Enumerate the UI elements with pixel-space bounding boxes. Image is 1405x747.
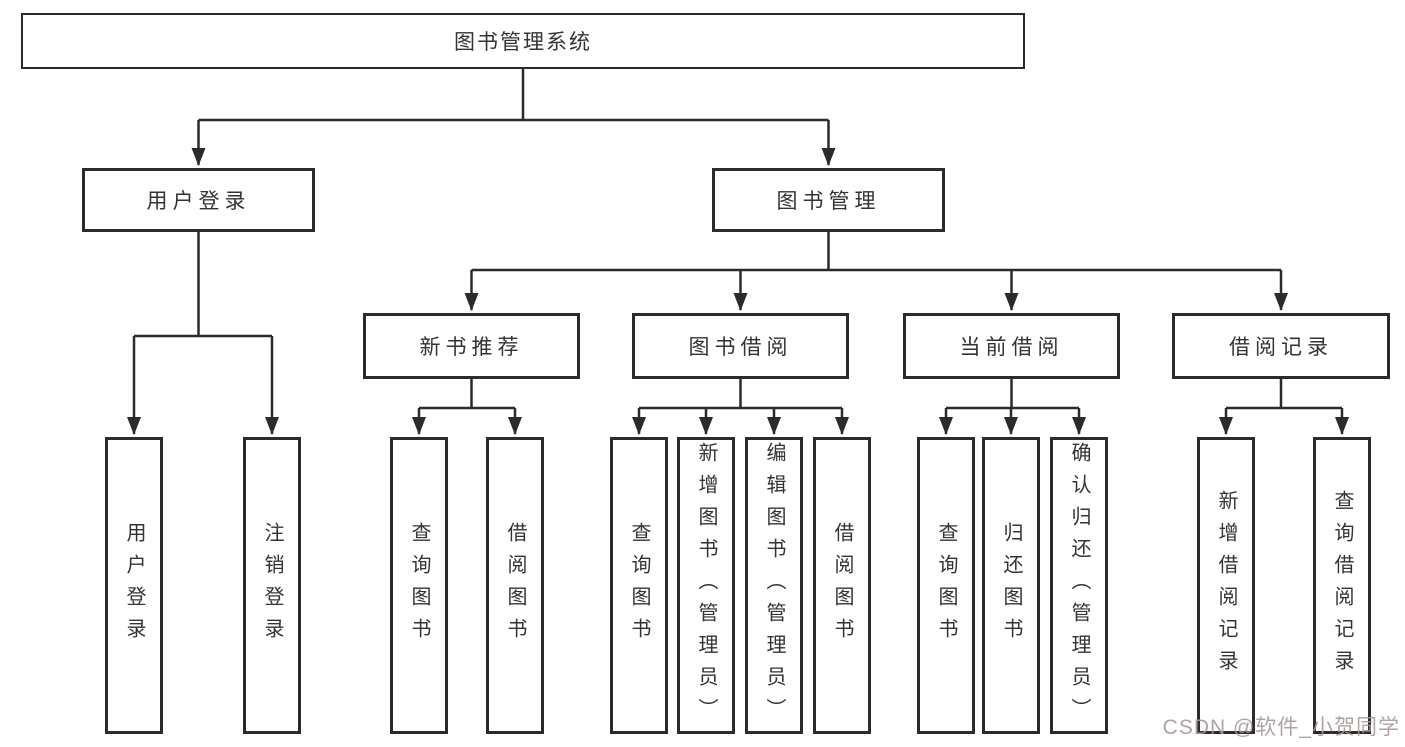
leaf-current-query-books: 查询图书 [917,437,975,734]
node-current-borrow: 当前借阅 [903,313,1120,379]
node-user-login: 用户登录 [82,168,315,232]
leaf-borrow-add-books-admin: 新增图书（管理员） [677,437,735,734]
leaf-current-confirm-return-admin: 确认归还（管理员） [1050,437,1108,734]
node-borrow-records: 借阅记录 [1172,313,1390,379]
leaf-logout: 注销登录 [243,437,301,734]
leaf-borrow-edit-books-admin: 编辑图书（管理员） [745,437,803,734]
leaf-current-return-books: 归还图书 [982,437,1040,734]
node-book-borrow: 图书借阅 [632,313,849,379]
node-book-management: 图书管理 [712,168,945,232]
leaf-records-add-record: 新增借阅记录 [1197,437,1255,734]
leaf-borrow-query-books: 查询图书 [610,437,668,734]
csdn-watermark: CSDN @软件_小贺同学 [1162,716,1400,739]
leaf-newbook-query-books: 查询图书 [390,437,448,734]
node-new-book-recommend: 新书推荐 [363,313,580,379]
leaf-newbook-borrow-books: 借阅图书 [486,437,544,734]
node-system-root: 图书管理系统 [21,13,1025,69]
leaf-user-login: 用户登录 [105,437,163,734]
leaf-records-query-record: 查询借阅记录 [1313,437,1371,734]
leaf-borrow-borrow-books: 借阅图书 [813,437,871,734]
